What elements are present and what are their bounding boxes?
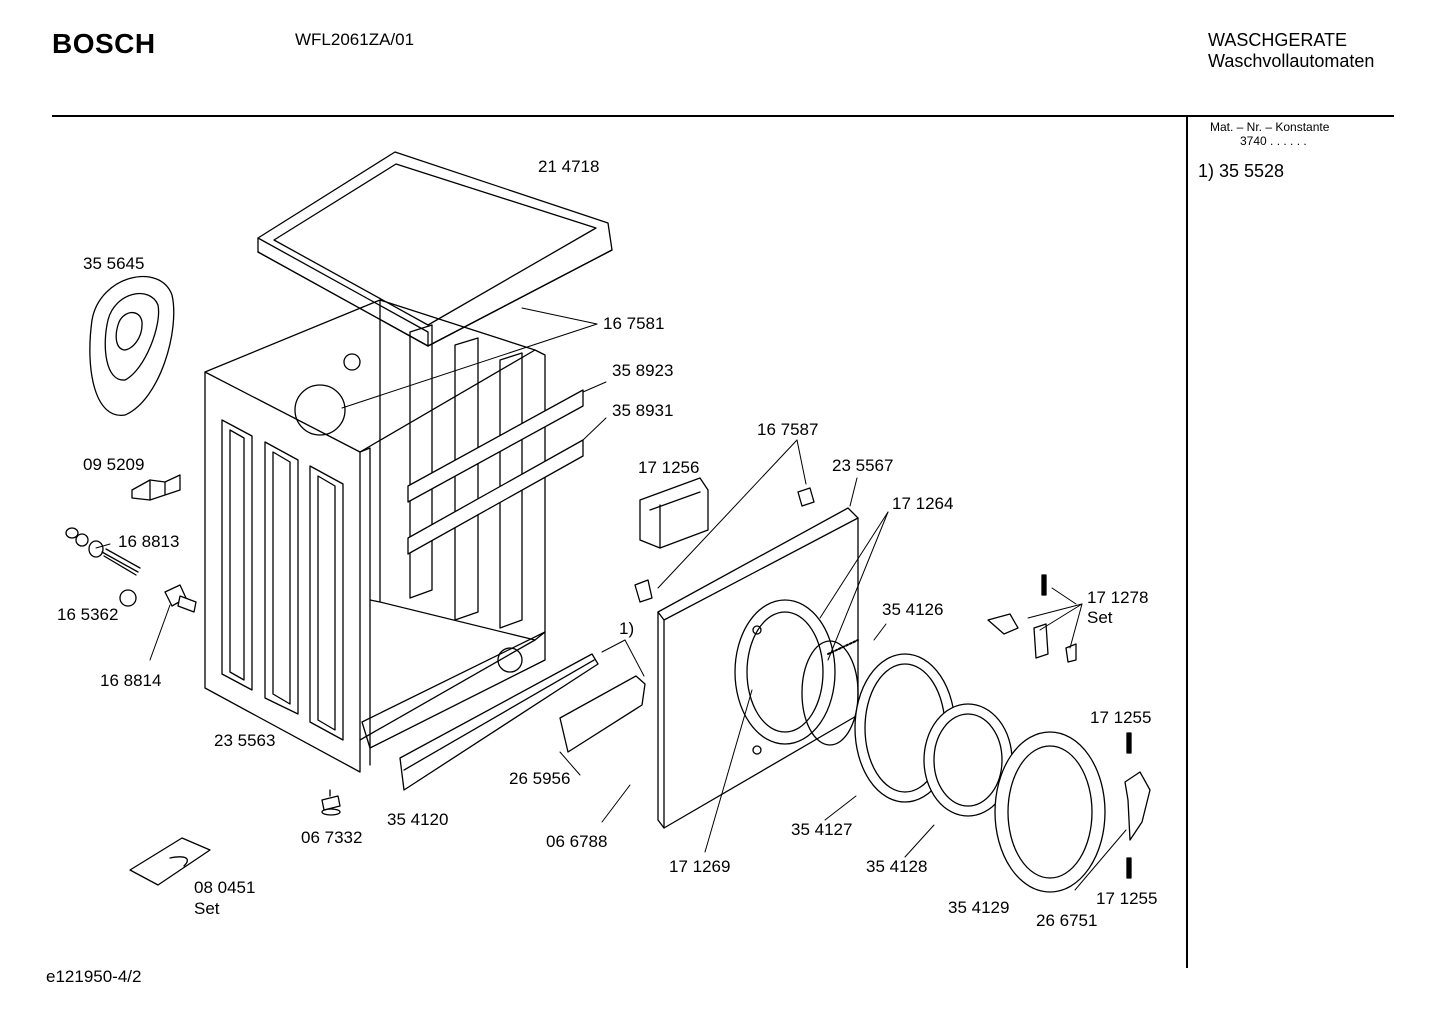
part-label-165362: 16 5362 — [57, 605, 119, 624]
part-label-265956: 26 5956 — [509, 769, 571, 788]
hinge-clip-part — [635, 488, 814, 602]
part-label-214718: 21 4718 — [538, 157, 600, 176]
brand-logo: BOSCH — [52, 28, 156, 59]
sidebar-divider — [1186, 116, 1188, 968]
transport-bracket-part — [130, 838, 210, 885]
part-label-080451: 08 0451 — [194, 878, 256, 897]
part-label-171255-upper: 17 1255 — [1090, 708, 1152, 727]
hinge-pin-part — [1127, 733, 1131, 878]
clip-part — [132, 475, 180, 500]
bolt-cap-part — [120, 590, 136, 606]
part-label-354120: 35 4120 — [387, 810, 449, 829]
part-label-171278: 17 1278 — [1087, 588, 1149, 607]
crossbar-upper-part — [408, 390, 583, 502]
footnote-1: 1) 35 5528 — [1198, 161, 1285, 181]
crossbar-lower-part — [408, 440, 583, 554]
model-number: WFL2061ZA/01 — [295, 30, 415, 49]
cabinet-frame-part — [205, 300, 545, 772]
rear-panel-part — [90, 277, 174, 416]
part-label-167581: 16 7581 — [603, 314, 665, 333]
seal-spring-part — [802, 640, 858, 745]
part-label-067332: 06 7332 — [301, 828, 363, 847]
part-label-168814: 16 8814 — [100, 671, 162, 690]
part-label-171256: 17 1256 — [638, 458, 700, 477]
part-label-171269: 17 1269 — [669, 857, 731, 876]
part-label-171278-set: Set — [1087, 608, 1113, 627]
top-cover-part — [258, 152, 612, 346]
foot-part — [322, 790, 340, 815]
part-label-footnote-1: 1) — [619, 619, 635, 638]
category-subtitle: Waschvollautomaten — [1208, 51, 1375, 71]
part-label-095209: 09 5209 — [83, 455, 145, 474]
part-label-168813: 16 8813 — [118, 532, 180, 551]
part-label-080451-set: Set — [194, 899, 220, 918]
part-label-235567: 23 5567 — [832, 456, 894, 475]
part-label-358931: 35 8931 — [612, 401, 674, 420]
part-label-358923: 35 8923 — [612, 361, 674, 380]
part-label-354128: 35 4128 — [866, 857, 928, 876]
door-glass-part — [924, 704, 1012, 816]
part-label-354126: 35 4126 — [882, 600, 944, 619]
service-flap-part — [560, 676, 645, 752]
front-panel-part — [658, 508, 858, 828]
door-outer-ring-part — [995, 732, 1105, 892]
document-code: e121950-4/2 — [46, 967, 142, 986]
part-label-235563: 23 5563 — [214, 731, 276, 750]
transport-bolt-part — [66, 528, 140, 575]
door-lock-part — [640, 478, 708, 548]
part-label-171255-lower: 17 1255 — [1096, 889, 1158, 908]
part-label-354129: 35 4129 — [948, 898, 1010, 917]
leader-lines — [96, 308, 1126, 890]
bolt-part — [165, 585, 196, 612]
door-handle-part — [1125, 772, 1150, 840]
material-number-constant: 3740 . . . . . . — [1240, 134, 1307, 148]
header-divider — [52, 115, 1394, 117]
category-title: WASCHGERATE — [1208, 30, 1348, 50]
part-label-066788: 06 6788 — [546, 832, 608, 851]
part-label-171264: 17 1264 — [892, 494, 954, 513]
part-label-355645: 35 5645 — [83, 254, 145, 273]
part-label-354127: 35 4127 — [791, 820, 853, 839]
hinge-set-part — [988, 575, 1076, 662]
material-number-heading: Mat. – Nr. – Konstante — [1210, 120, 1330, 134]
plinth-panel-part — [400, 654, 598, 790]
part-label-266751: 26 6751 — [1036, 911, 1098, 930]
part-label-167587: 16 7587 — [757, 420, 819, 439]
